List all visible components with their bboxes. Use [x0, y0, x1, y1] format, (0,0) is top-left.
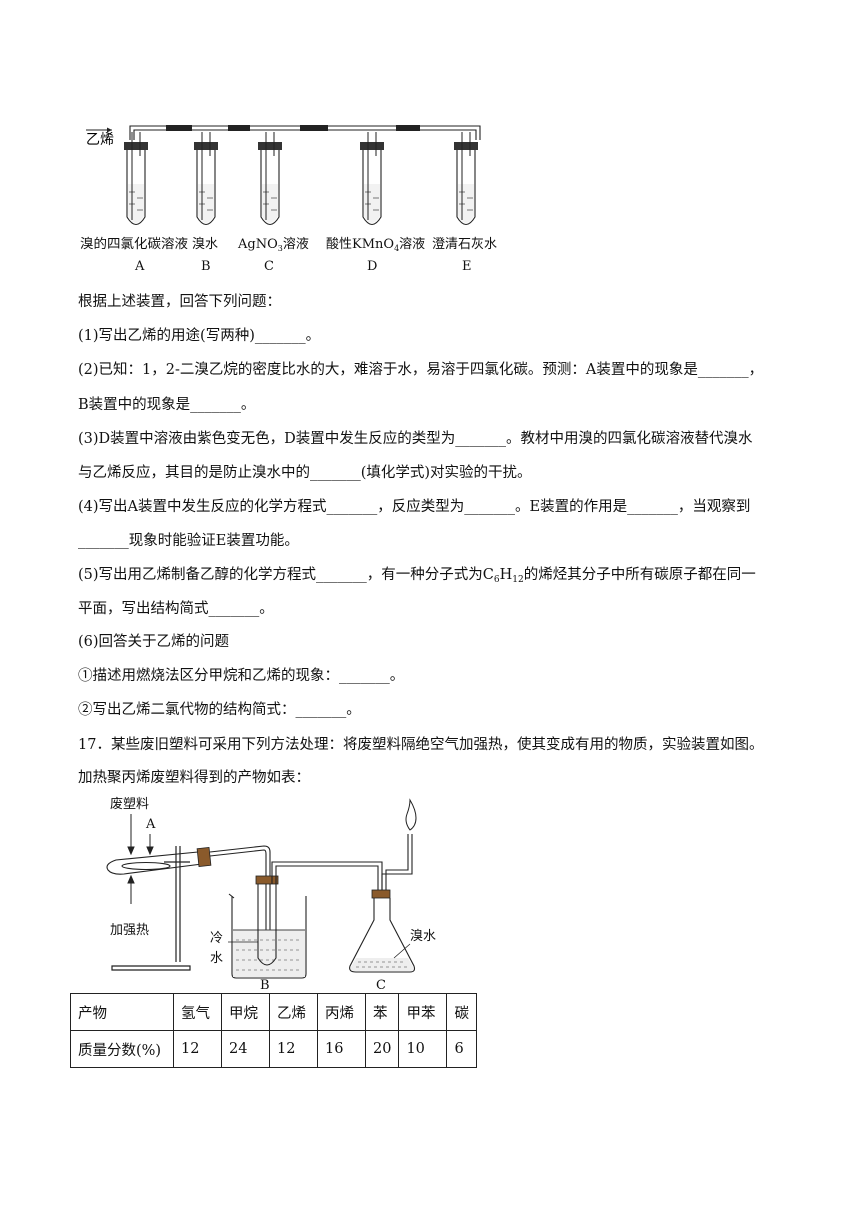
label-strong-heat: 加强热: [110, 923, 149, 938]
question-17-line-2: 加热聚丙烯废塑料得到的产物如表：: [78, 770, 310, 786]
reagent-c: AgNO3溶液: [237, 237, 309, 253]
label-water: 水: [210, 951, 223, 966]
question-5-line-1: (5)写出用乙烯制备乙醇的化学方程式_______，有一种分子式为C6H12的烯…: [78, 567, 756, 585]
table-cell: 甲烷: [221, 993, 270, 1031]
question-2-line-2: B装置中的现象是_______。: [78, 397, 256, 413]
intro-text: 根据上述装置，回答下列问题：: [78, 294, 281, 310]
letter-e: E: [462, 259, 472, 274]
inlet-label: 乙烯: [86, 132, 114, 148]
tube-c: [258, 132, 282, 226]
ethylene-apparatus-figure: 乙烯: [80, 125, 497, 274]
table-cell: 20: [364, 1030, 400, 1068]
question-6-part-2: ②写出乙烯二氯代物的结构简式：_______。: [78, 702, 361, 718]
tube-d: [360, 132, 384, 226]
table-header-row: 产物 氢气 甲烷 乙烯 丙烯 苯 甲苯 碳: [70, 993, 477, 1031]
question-3-line-2: 与乙烯反应，其目的是防止溴水中的_______(填化学式)对实验的干扰。: [78, 465, 532, 481]
table-cell: 10: [398, 1030, 448, 1068]
reagent-d: 酸性KMnO4溶液: [326, 237, 425, 253]
table-cell: 12: [173, 1030, 222, 1068]
question-6-part-1: ①描述用燃烧法区分甲烷和乙烯的现象：_______。: [78, 668, 405, 684]
table-cell: 24: [221, 1030, 270, 1068]
letter-d: D: [367, 259, 377, 274]
label-bromine-water: 溴水: [410, 929, 436, 944]
letter-a: A: [134, 259, 145, 274]
table-cell: 碳: [446, 993, 477, 1031]
label-b: B: [260, 978, 270, 992]
table-cell: 6: [446, 1030, 477, 1068]
products-table: 产物 氢气 甲烷 乙烯 丙烯 苯 甲苯 碳 质量分数(%) 12 24 12 1…: [70, 993, 477, 1068]
label-c: C: [376, 978, 386, 992]
pyrolysis-apparatus-figure: 废塑料 A 加强热 冷 水 溴水 B C: [106, 796, 436, 992]
table-cell: 氢气: [173, 993, 222, 1031]
table-cell: 苯: [364, 993, 400, 1031]
table-cell: 甲苯: [398, 993, 448, 1031]
question-2-line-1: (2)已知：1，2-二溴乙烷的密度比水的大，难溶于水，易溶于四氯化碳。预测：A装…: [78, 362, 764, 378]
reagent-e: 澄清石灰水: [432, 237, 497, 252]
question-5-line-2: 平面，写出结构简式_______。: [78, 601, 274, 617]
letter-c: C: [264, 259, 274, 274]
question-17-line-1: 17．某些废旧塑料可采用下列方法处理：将废塑料隔绝空气加强热，使其变成有用的物质…: [78, 737, 764, 753]
reagent-a: 溴的四氯化碳溶液: [80, 236, 188, 252]
table-cell: 12: [269, 1030, 318, 1068]
flame-icon: [405, 798, 417, 831]
label-cold: 冷: [210, 931, 223, 946]
table-cell: 丙烯: [317, 993, 366, 1031]
letter-b: B: [201, 259, 211, 274]
question-4-line-2: _______现象时能验证E装置功能。: [78, 533, 299, 549]
table-cell: 产物: [70, 993, 174, 1031]
tube-b: [194, 132, 218, 226]
tube-a: [124, 132, 148, 226]
question-4-line-1: (4)写出A装置中发生反应的化学方程式_______，反应类型为_______。…: [78, 499, 751, 515]
table-cell: 质量分数(%): [70, 1030, 174, 1068]
label-waste-plastic: 废塑料: [110, 796, 149, 812]
label-a: A: [145, 817, 156, 832]
tube-e: [454, 132, 478, 226]
question-3-line-1: (3)D装置中溶液由紫色变无色，D装置中发生反应的类型为_______。教材中用…: [78, 431, 753, 447]
table-row: 质量分数(%) 12 24 12 16 20 10 6: [70, 1030, 477, 1068]
table-cell: 16: [317, 1030, 366, 1068]
table-cell: 乙烯: [269, 993, 318, 1031]
question-6: (6)回答关于乙烯的问题: [78, 634, 230, 650]
reagent-b: 溴水: [192, 237, 218, 252]
question-1: (1)写出乙烯的用途(写两种)_______。: [78, 328, 321, 344]
